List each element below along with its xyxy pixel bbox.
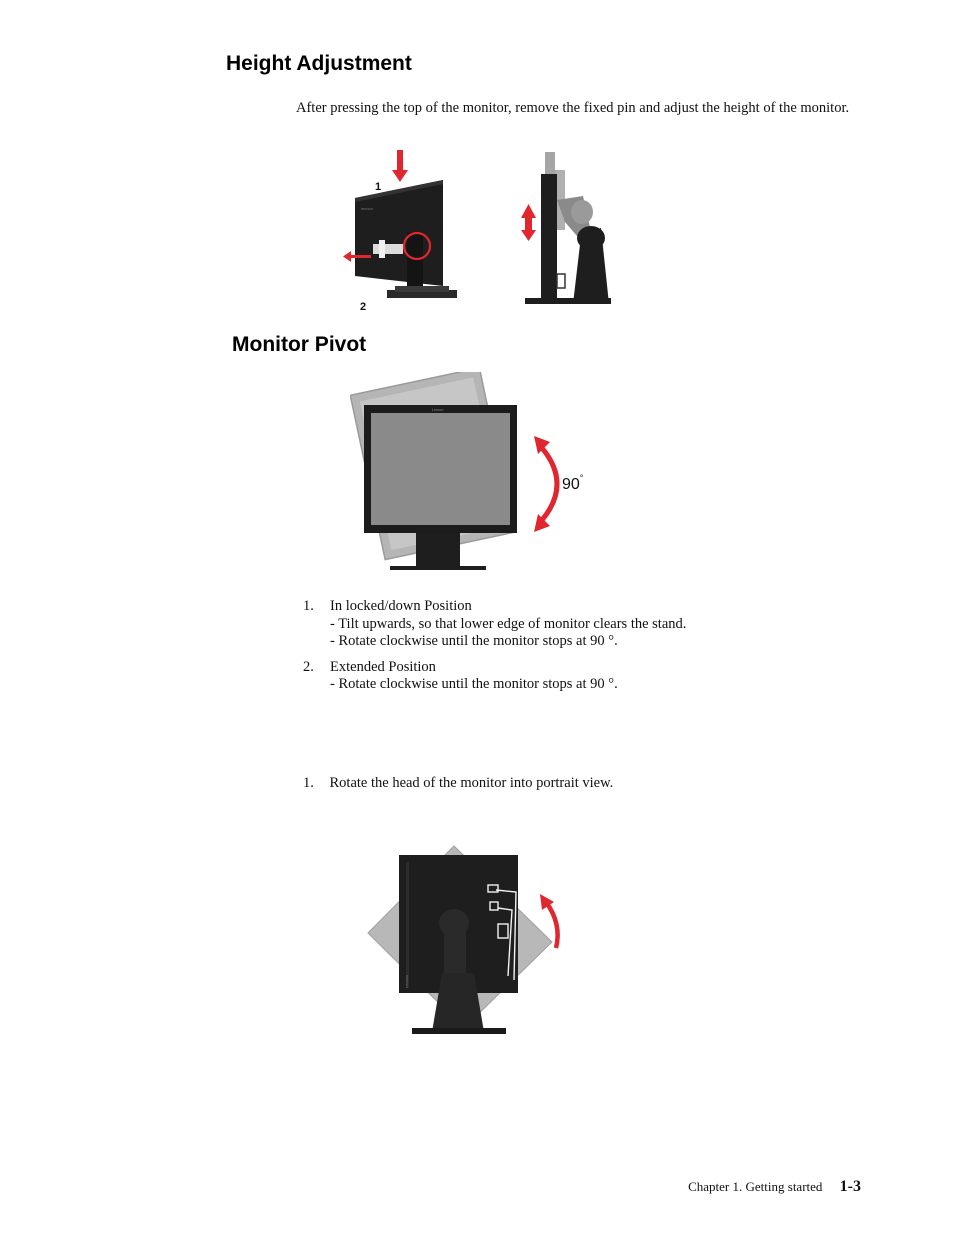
page-footer: Chapter 1. Getting started 1-3 [688, 1178, 861, 1196]
pin-highlight-circle [402, 231, 432, 261]
step-text: Rotate the head of the monitor into port… [329, 775, 614, 791]
list-item: 2. Extended Position - Rotate clockwise … [303, 659, 863, 694]
press-down-arrow-icon [392, 150, 408, 182]
pivot-steps-list: 1. In locked/down Position - Tilt upward… [303, 598, 863, 702]
rotation-arrow-icon [540, 894, 560, 949]
remove-pin-arrow-icon [343, 251, 371, 262]
page-number: 1-3 [839, 1178, 861, 1195]
cable-ports [487, 884, 517, 981]
step-number: 1. [303, 775, 314, 791]
height-adjustment-figure: 1 lenovo 2 [343, 150, 611, 313]
step-number: 1. [303, 598, 314, 614]
angle-label: 90° [562, 473, 584, 493]
step-detail: - Tilt upwards, so that lower edge of mo… [330, 615, 687, 632]
monitor-stand [416, 532, 460, 566]
chapter-title: Chapter 1. Getting started [688, 1179, 823, 1194]
brand-logo: Lenovo [432, 408, 444, 412]
monitor-rear-rotation-figure: Lenovo [367, 845, 560, 1034]
height-adjust-arrow-icon [521, 204, 536, 241]
section-title-height-adjustment: Height Adjustment [226, 52, 412, 75]
brand-logo: Lenovo [404, 974, 409, 988]
monitor-pivot-figure: Lenovo 90° [350, 372, 584, 570]
monitor-stand [432, 973, 484, 1032]
rotation-arc-arrow-icon [534, 436, 560, 532]
step-detail: - Rotate clockwise until the monitor sto… [330, 676, 618, 692]
step-1-label: 1 [375, 181, 381, 193]
portrait-step: 1. Rotate the head of the monitor into p… [303, 774, 863, 792]
step-number: 2. [303, 658, 314, 675]
monitor-base [412, 1028, 506, 1034]
monitor-screen [371, 413, 510, 525]
list-item: 1. In locked/down Position - Tilt upward… [303, 598, 863, 651]
step-detail: - Rotate clockwise until the monitor sto… [330, 633, 618, 649]
step-title: In locked/down Position [330, 598, 472, 614]
brand-logo: lenovo [361, 206, 374, 211]
monitor-base [390, 566, 486, 570]
monitor-side-view [525, 152, 611, 304]
step-2-label: 2 [360, 301, 366, 313]
monitor-back-view: lenovo [355, 180, 457, 298]
height-adjustment-instruction: After pressing the top of the monitor, r… [296, 100, 850, 116]
step-title: Extended Position [330, 658, 436, 675]
section-title-monitor-pivot: Monitor Pivot [232, 333, 367, 356]
